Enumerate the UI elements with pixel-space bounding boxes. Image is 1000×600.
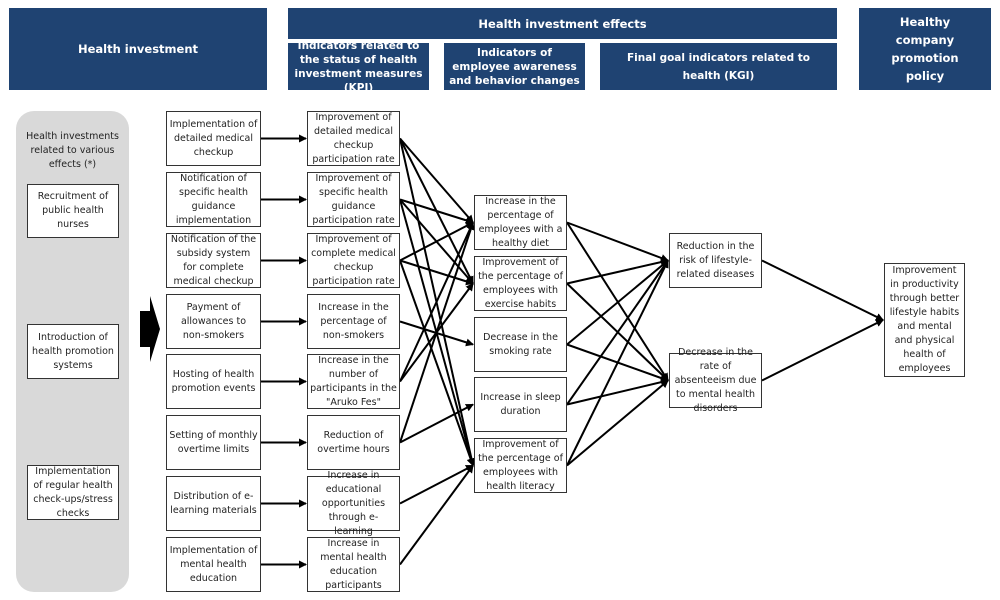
sidebar-item: Implementation of regular health check-u…: [27, 465, 119, 520]
arrow-behavior-to-kgi: [566, 259, 669, 346]
kpi-box: Improvement of detailed medical checkup …: [307, 111, 400, 166]
arrow-behavior-to-kgi: [566, 378, 669, 406]
arrow-kpi-to-behavior: [399, 137, 474, 224]
behavior-box: Improvement of the percentage of employe…: [474, 256, 567, 311]
investment-box: Implementation of mental health educatio…: [166, 537, 261, 592]
kpi-box: Improvement of specific health guidance …: [307, 172, 400, 227]
investment-box: Distribution of e-learning materials: [166, 476, 261, 531]
arrow-behavior-to-kgi: [566, 221, 669, 382]
sidebar-title: Health investments related to various ef…: [26, 131, 119, 170]
arrow-kpi-to-behavior: [399, 464, 474, 505]
arrow-behavior-to-kgi: [566, 221, 669, 262]
sidebar-item: Recruitment of public health nurses: [27, 184, 119, 238]
behavior-box: Increase in sleep duration: [474, 377, 567, 432]
arrow-kpi-to-behavior: [399, 464, 474, 566]
arrow-behavior-to-kgi: [566, 259, 669, 466]
kgi-box: Decrease in the rate of absenteeism due …: [669, 347, 762, 414]
kpi-box: Increase in the number of participants i…: [307, 354, 400, 409]
kpi-box: Increase in the percentage of non-smoker…: [307, 294, 400, 349]
arrow-behavior-to-kgi: [566, 258, 669, 285]
behavior-box: Increase in the percentage of employees …: [474, 195, 567, 250]
arrow-behavior-to-kgi: [566, 343, 669, 382]
kpi-box: Increase in educational opportunities th…: [307, 470, 400, 537]
arrow-kpi-to-behavior: [399, 260, 475, 467]
arrow-kpi-to-behavior: [399, 282, 474, 383]
arrow-kpi-to-behavior: [399, 138, 474, 285]
investment-box: Setting of monthly overtime limits: [166, 415, 261, 470]
arrow-behavior-to-kgi: [566, 259, 669, 406]
investment-box: Hosting of health promotion events: [166, 354, 261, 409]
arrow-kpi-to-behavior: [399, 259, 474, 286]
arrow-behavior-to-kgi: [566, 282, 669, 382]
arrow-kpi-to-behavior: [399, 199, 476, 467]
arrow-kpi-to-behavior: [399, 198, 474, 285]
investment-box: Notification of the subsidy system for c…: [166, 233, 261, 288]
arrow-kpi-to-behavior: [399, 221, 475, 443]
header-awareness: Indicators of employee awareness and beh…: [444, 43, 585, 90]
arrow-behavior-to-kgi: [566, 379, 669, 467]
arrow-kpi-to-behavior: [399, 403, 474, 444]
header-kpi: Indicators related to the status of heal…: [288, 40, 429, 94]
behavior-box: Improvement of the percentage of employe…: [474, 438, 567, 493]
kpi-box: Reduction of overtime hours: [307, 415, 400, 470]
arrow-kpi-to-behavior: [399, 198, 474, 225]
investment-box: Notification of specific health guidance…: [166, 172, 261, 227]
header-effects: Health investment effects: [288, 8, 837, 39]
arrow-kpi-to-behavior: [399, 221, 474, 262]
arrow-kpi-to-behavior: [399, 138, 476, 467]
header-health-investment: Health investment: [9, 8, 267, 90]
header-kgi: Final goal indicators related to health …: [600, 43, 837, 90]
arrow-kgi-to-goal: [761, 319, 884, 382]
investment-box: Payment of allowances to non-smokers: [166, 294, 261, 349]
goal-box: Improvement in productivity through bett…: [884, 263, 965, 377]
arrow-kpi-to-behavior: [399, 221, 474, 382]
arrow-kpi-to-behavior: [399, 320, 474, 347]
kpi-box: Increase in mental health education part…: [307, 537, 400, 592]
kgi-box: Reduction in the risk of lifestyle-relat…: [669, 233, 762, 288]
investment-box: Implementation of detailed medical check…: [166, 111, 261, 166]
behavior-box: Decrease in the smoking rate: [474, 317, 567, 372]
arrow-kgi-to-goal: [761, 259, 884, 321]
big-right-arrow-icon: [140, 296, 160, 362]
sidebar-item: Introduction of health promotion systems: [27, 324, 119, 379]
header-policy: Healthy company promotion policy: [859, 8, 991, 90]
kpi-box: Improvement of complete medical checkup …: [307, 233, 400, 288]
